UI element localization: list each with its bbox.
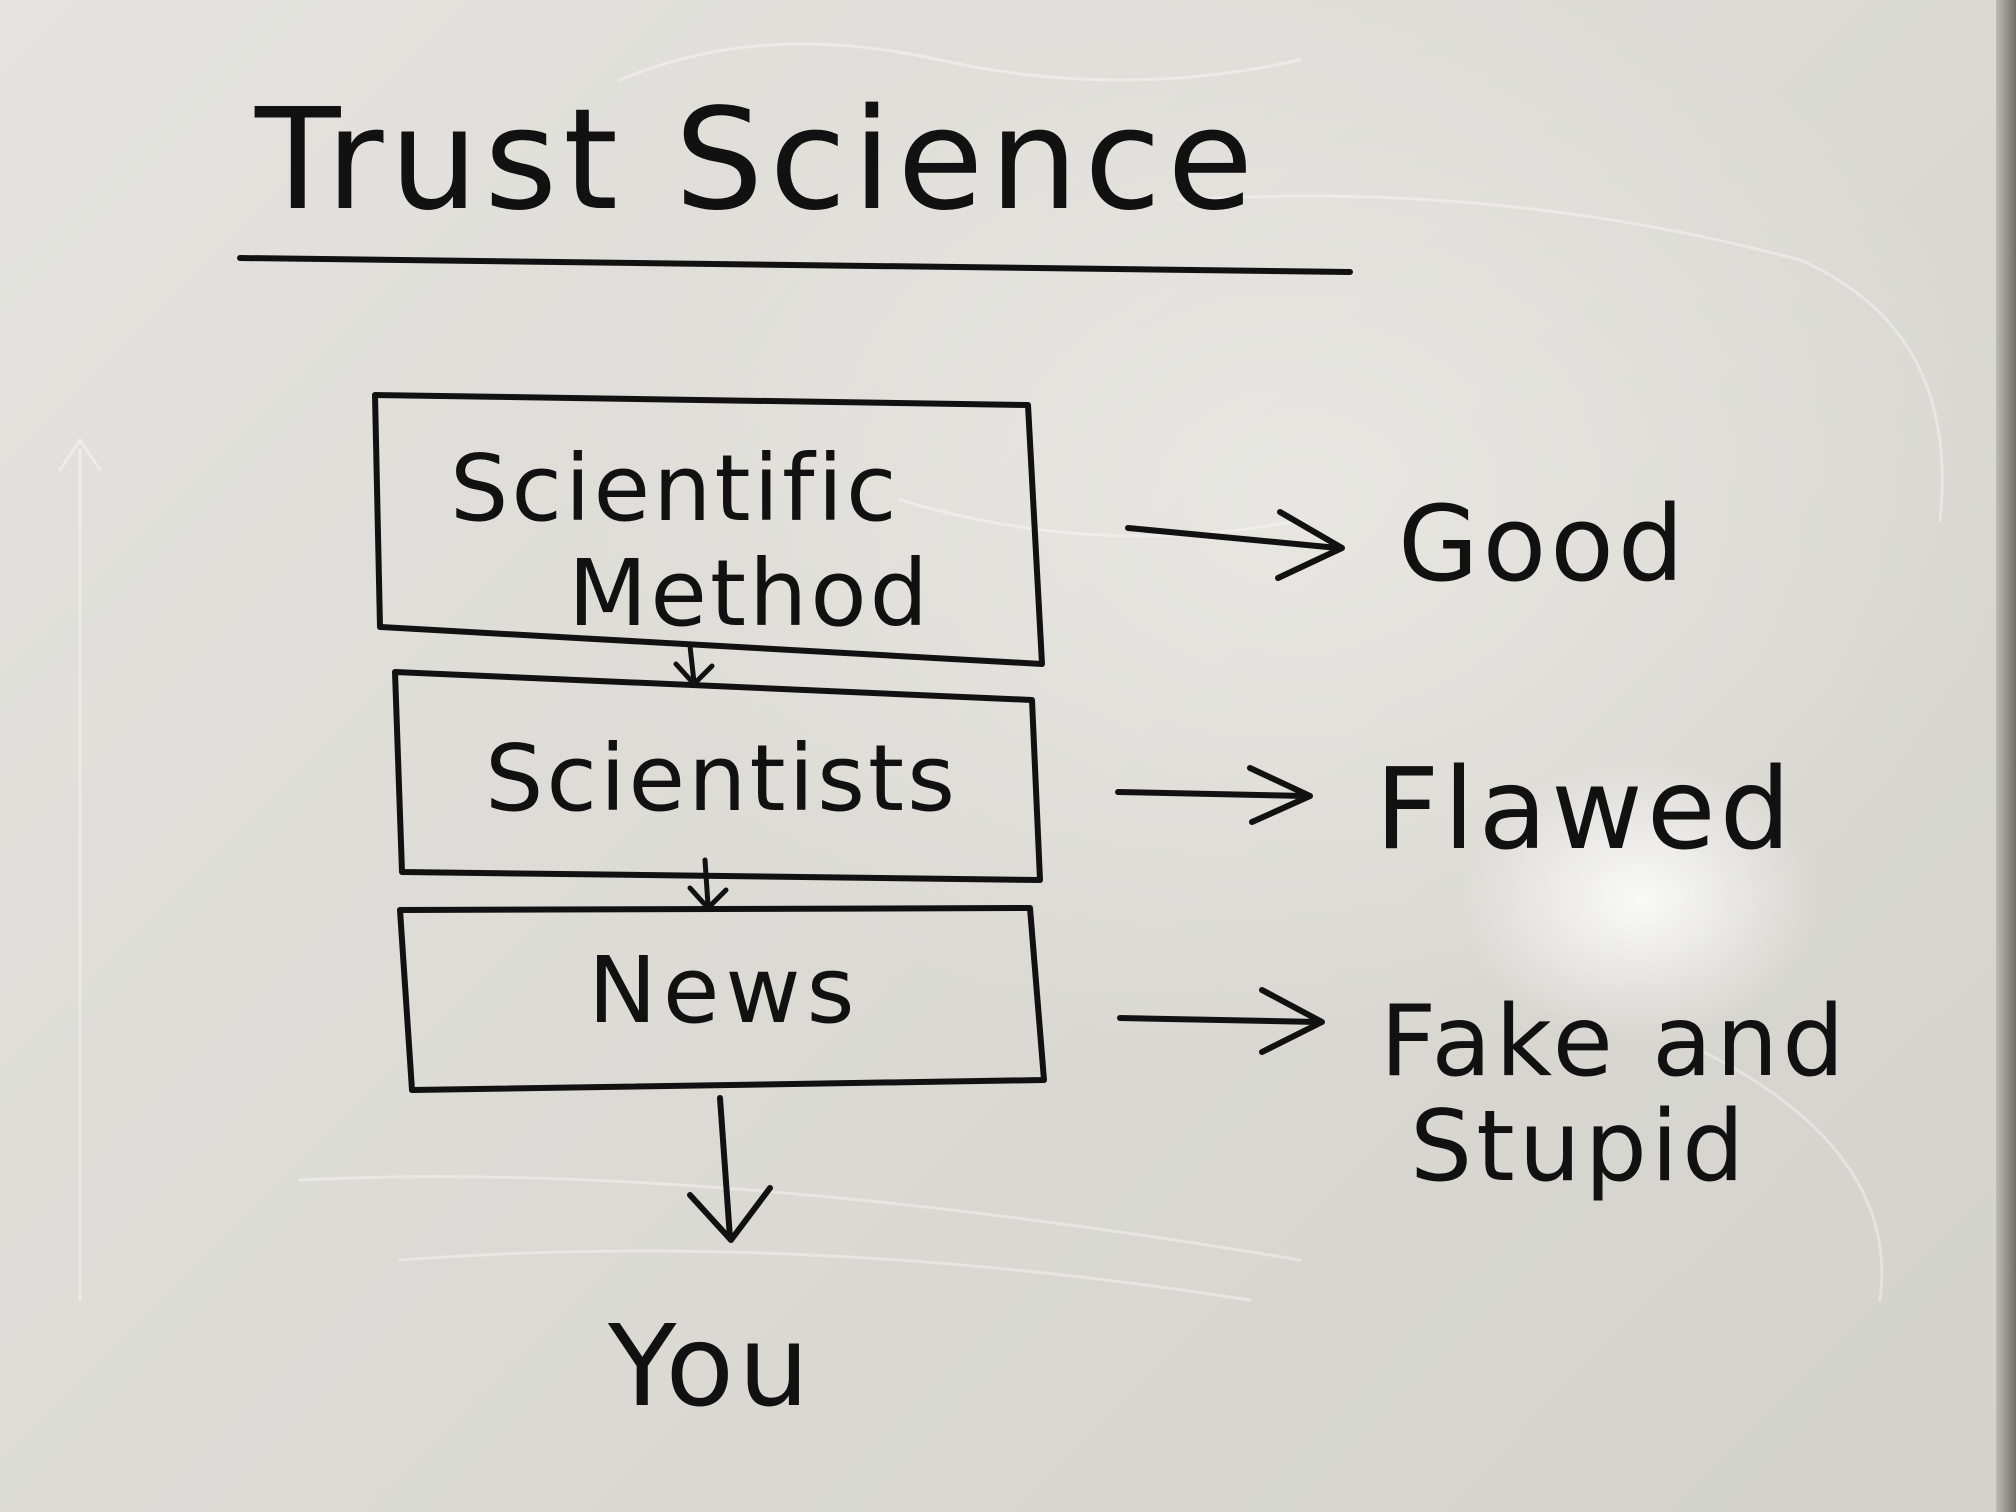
box-label-news: News [588, 937, 861, 1044]
box-label-method: Method [568, 540, 931, 647]
result-stupid: Stupid [1410, 1090, 1748, 1204]
whiteboard-frame [1996, 0, 2016, 1512]
result-flawed: Flawed [1375, 745, 1795, 875]
box-news [397, 905, 1047, 1093]
right-arrow-fake [1117, 987, 1325, 1055]
end-label-you: You [607, 1302, 813, 1432]
box-label-scientific: Scientific [450, 435, 900, 542]
title-underline [237, 255, 1353, 275]
right-arrow-flawed [1115, 765, 1313, 825]
box-scientific-method [372, 392, 1045, 667]
result-fake-and: Fake and [1380, 985, 1849, 1099]
diagram-title: Trust Science [254, 79, 1259, 242]
down-arrow-1 [673, 643, 715, 687]
box-label-scientists: Scientists [485, 725, 958, 832]
result-good: Good [1398, 483, 1688, 605]
down-arrow-2 [687, 857, 729, 911]
erased-ghost-marks [58, 42, 1944, 1302]
right-arrow-good [1125, 509, 1345, 581]
down-arrow-to-you [687, 1095, 773, 1243]
box-scientists [392, 669, 1043, 883]
